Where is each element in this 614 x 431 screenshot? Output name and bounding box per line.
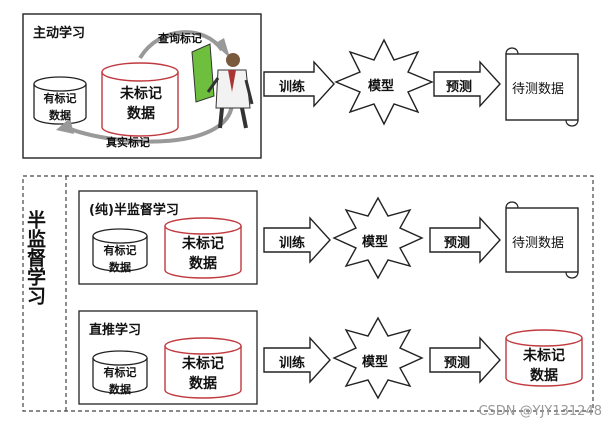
watermark: CSDN @YJY131248 [478,404,602,419]
pure-title: (纯)半监督学习 [89,203,179,218]
query-arc-head [214,38,230,58]
active-labeled-text: 有标记 数据 [43,92,77,122]
semi-side-label: 半监督学习 [24,210,46,305]
truth-label: 真实标记 [106,136,150,149]
pure-predict-block-arrow-icon [429,216,501,264]
predict-block-arrow-icon [433,60,501,108]
trans-train-label: 训练 [279,356,306,371]
pure-unlabeled-cylinder-icon [164,217,242,279]
trans-target-cylinder-icon [505,329,583,387]
trans-title: 直推学习 [89,323,142,338]
query-arc-arrow [138,30,224,60]
active-unlabeled-cylinder-icon [101,62,179,137]
pure-model-starburst-icon [332,196,424,280]
trans-unlabeled-cylinder-icon [164,337,242,399]
person-at-board-icon [191,43,254,129]
active-train-label: 训练 [279,80,306,95]
test-scroll-icon [505,47,579,127]
trans-model-starburst-icon [332,316,424,400]
pure-train-block-arrow-icon [263,216,331,264]
active-model-label: 模型 [368,79,395,94]
trans-predict-label: 预测 [444,356,471,371]
model-starburst-icon [334,38,434,126]
pure-model-label: 模型 [362,235,389,250]
pure-test-scroll-icon [505,201,579,279]
pure-predict-label: 预测 [444,236,471,251]
trans-train-block-arrow-icon [263,336,331,384]
trans-labeled-text: 有标记 数据 [103,366,137,396]
truth-arc-arrow [61,99,235,144]
semi-outer-dashed [22,175,594,412]
pure-labeled-text: 有标记 数据 [103,244,137,274]
active-predict-label: 预测 [446,80,473,95]
trans-target-text: 未标记 数据 [523,348,565,384]
trans-model-label: 模型 [362,355,389,370]
trans-labeled-cylinder-icon [92,350,148,394]
train-block-arrow-icon [263,60,335,108]
active-title: 主动学习 [33,26,86,41]
trans-predict-block-arrow-icon [429,336,501,384]
active-test-label: 待测数据 [512,82,565,97]
active-labeled-cylinder-icon [33,76,87,125]
pure-unlabeled-text: 未标记 数据 [182,236,224,272]
truth-arc-head [56,118,74,134]
active-unlabeled-text: 未标记 数据 [120,86,162,122]
query-label: 查询标记 [158,32,202,45]
trans-unlabeled-text: 未标记 数据 [182,356,224,392]
pure-test-label: 待测数据 [512,236,565,251]
pure-labeled-cylinder-icon [92,228,148,272]
pure-train-label: 训练 [279,236,306,251]
